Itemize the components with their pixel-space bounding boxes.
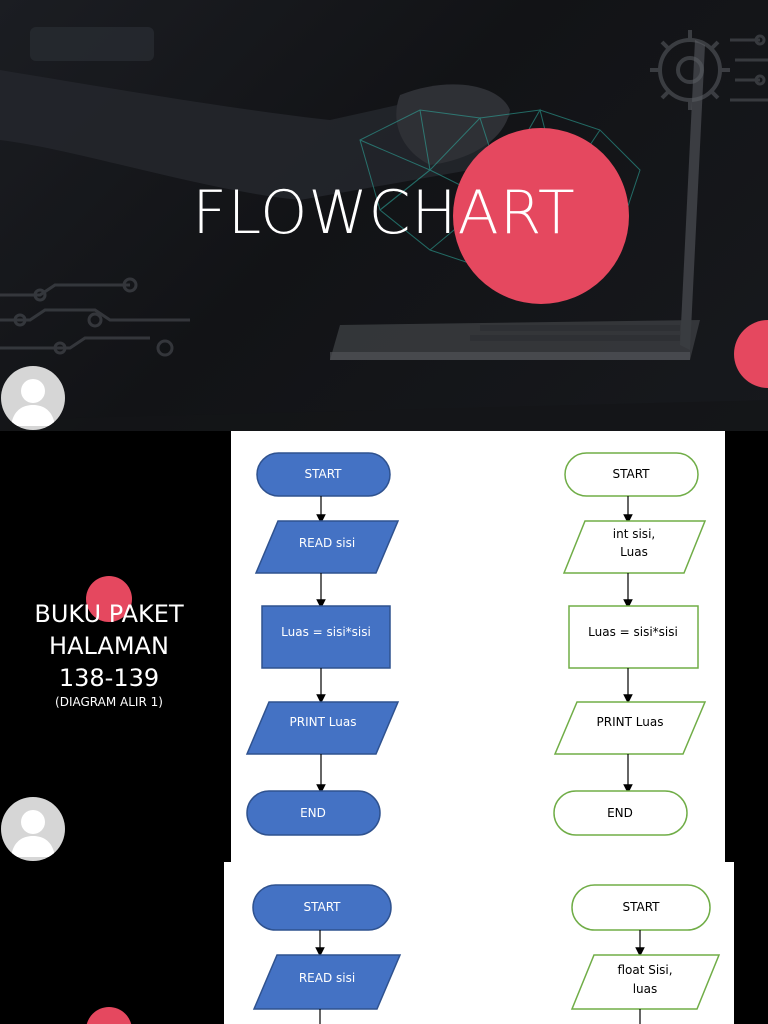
flow3-right-input-label-1: float Sisi, [617,963,672,977]
left-print-io [245,701,400,755]
right-input-io [562,520,707,574]
right-start-label: START [612,467,650,481]
flow3-right-input-io [570,954,721,1010]
flow3-right-start-label: START [622,900,660,914]
avatar[interactable] [1,797,65,861]
right-input-label-1: int sisi, [613,527,655,541]
background-art [0,27,768,431]
left-end-label: END [300,806,326,820]
flow3-left: START READ sisi [252,884,402,1024]
user-silhouette-icon [11,810,55,857]
flowchart-diagram-2: START READ sisi START float Sisi, luas [224,862,734,1024]
flowchart-slide: BUKU PAKET HALAMAN 138-139 (DIAGRAM ALIR… [0,431,768,862]
right-print-io [553,701,707,755]
accent-dot [86,1007,132,1024]
user-silhouette-icon [11,379,55,426]
left-read-io [254,520,400,574]
avatar[interactable] [1,366,65,430]
flowchart-diagram-1: START READ sisi Luas = sisi*sisi PRINT L… [231,431,725,862]
left-print-label: PRINT Luas [290,715,357,729]
right-input-label-2: Luas [620,545,648,559]
book-title-line1: BUKU PAKET [34,600,184,628]
right-process-label: Luas = sisi*sisi [588,625,678,639]
book-pages: 138-139 [58,664,160,692]
left-end-terminal [246,790,381,836]
flow3-left-read-label: READ sisi [299,971,355,985]
flow-right: START int sisi, Luas Luas = sisi*sisi PR… [553,452,707,836]
flowchart-slide-2: START READ sisi START float Sisi, luas [0,862,768,1024]
right-process-box [568,605,699,669]
left-process-label: Luas = sisi*sisi [281,625,371,639]
left-start-terminal [256,452,391,497]
right-end-label: END [607,806,633,820]
flow3-right-start-terminal [571,884,711,931]
flow3-right: START float Sisi, luas [570,884,721,1024]
right-print-label: PRINT Luas [597,715,664,729]
accent-dot [86,576,132,622]
right-end-terminal [553,790,688,836]
left-process-box [261,605,391,669]
book-subtitle: (DIAGRAM ALIR 1) [55,695,163,709]
flow-left: START READ sisi Luas = sisi*sisi PRINT L… [245,452,400,836]
flow3-left-start-label: START [303,900,341,914]
title-slide: FLOWCHART [0,0,768,431]
book-title-line2: HALAMAN [49,632,169,660]
flow3-left-read-io [252,954,402,1010]
accent-circle-large [453,128,629,304]
left-read-label: READ sisi [299,536,355,550]
left-start-label: START [304,467,342,481]
slide-title: FLOWCHART [192,178,576,248]
flow3-left-start-terminal [252,884,392,931]
flow3-right-input-label-2: luas [633,982,658,996]
right-start-terminal [564,452,699,497]
